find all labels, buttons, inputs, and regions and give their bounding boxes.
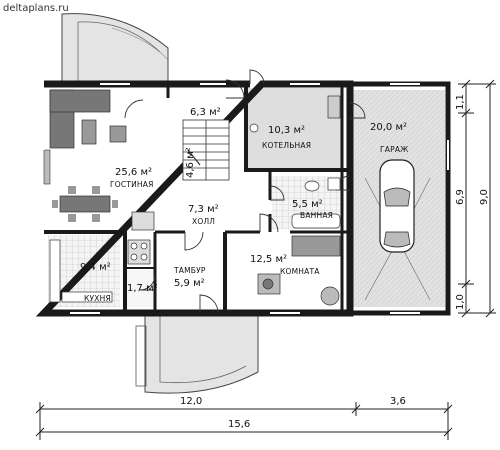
- dim-right-top: 1,1: [455, 94, 466, 110]
- dim-right-total: 9,0: [479, 189, 490, 205]
- stair-side-area: 4,6 м²: [185, 147, 196, 178]
- boiler-equipment: [249, 95, 341, 133]
- hall-area: 7,3 м²: [188, 204, 219, 215]
- lower-porch: [135, 311, 259, 394]
- room-labels: 25,6 м² ГОСТИНАЯ 6,3 м² 4,6 м² 10,3 м² К…: [80, 107, 408, 303]
- hall-name: ХОЛЛ: [192, 217, 215, 226]
- bath-name: ВАННАЯ: [300, 211, 333, 220]
- dim-bottom-left: 12,0: [180, 396, 202, 407]
- garage-area: 20,0 м²: [370, 122, 407, 133]
- living-area: 25,6 м²: [115, 167, 152, 178]
- dim-right-bottom: 1,0: [455, 294, 466, 310]
- windows: [43, 83, 449, 314]
- living-name: ГОСТИНАЯ: [110, 180, 154, 189]
- bath-fixtures: [291, 177, 341, 229]
- garage-name: ГАРАЖ: [380, 145, 408, 154]
- bedroom-furniture: [257, 235, 341, 306]
- dim-right-mid: 6,9: [455, 189, 466, 205]
- bedroom-name: КОМНАТА: [280, 267, 320, 276]
- garage-car: [364, 159, 431, 301]
- boiler-floor: [246, 88, 342, 170]
- kitchen-fixtures: [49, 211, 155, 303]
- boiler-area: 10,3 м²: [268, 125, 305, 136]
- upper-porch: [61, 13, 169, 84]
- doors: [124, 69, 366, 314]
- bath-area: 5,5 м²: [292, 199, 323, 210]
- bedroom-area: 12,5 м²: [250, 254, 287, 265]
- vestibule-name: ТАМБУР: [173, 266, 206, 275]
- dim-bottom-total: 15,6: [228, 419, 250, 430]
- kitchen-name: КУХНЯ: [84, 294, 111, 303]
- staircase: [182, 119, 230, 181]
- boiler-name: КОТЕЛЬНАЯ: [262, 141, 311, 150]
- pantry-area: 1,7 м²: [127, 283, 158, 294]
- living-furniture: [43, 89, 127, 222]
- stair-top-area: 6,3 м²: [190, 107, 221, 118]
- right-dimensions: [458, 79, 496, 318]
- dim-bottom-right: 3,6: [390, 396, 406, 407]
- bottom-dimensions: [35, 402, 453, 440]
- pantry-floor: [122, 270, 154, 307]
- vestibule-area: 5,9 м²: [174, 278, 205, 289]
- kitchen-area: 9,4 м²: [80, 262, 111, 273]
- watermark: deltaplans.ru: [3, 3, 69, 14]
